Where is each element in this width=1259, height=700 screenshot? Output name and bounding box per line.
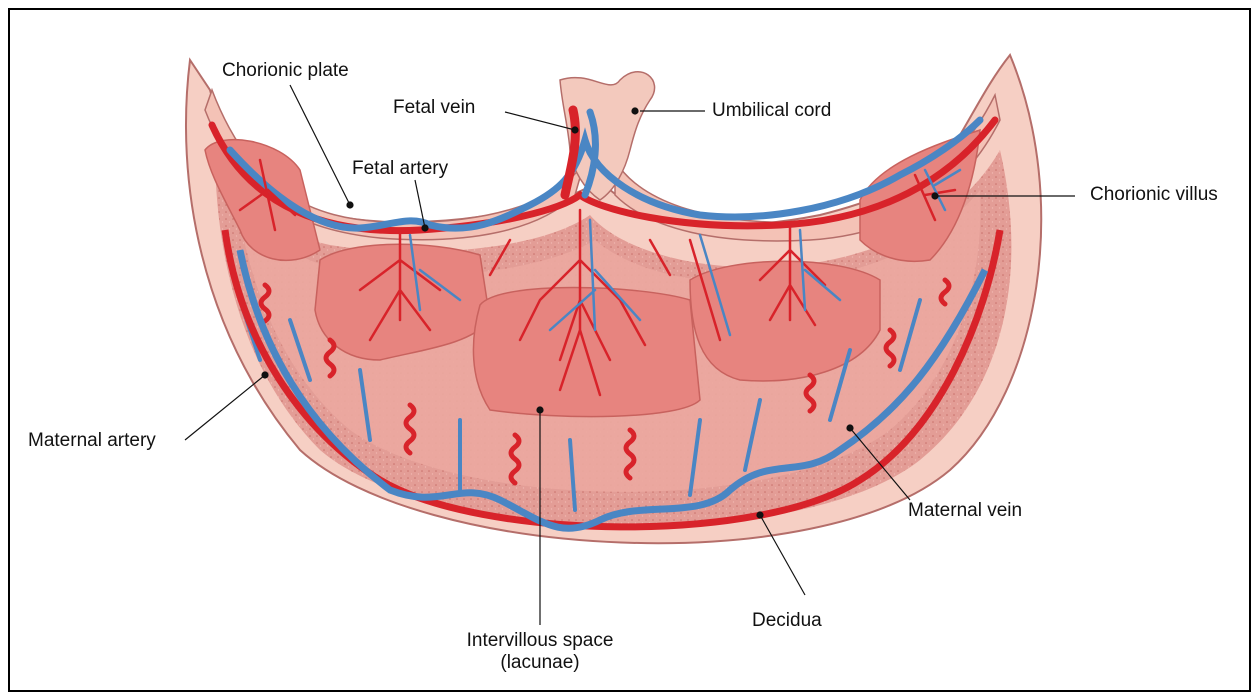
label-maternal-vein: Maternal vein — [908, 500, 1022, 522]
label-maternal-artery: Maternal artery — [28, 430, 156, 452]
label-fetal-artery: Fetal artery — [352, 158, 448, 180]
label-umbilical-cord: Umbilical cord — [712, 100, 831, 122]
label-intervillous-space-line1: Intervillous space — [467, 630, 614, 652]
label-intervillous-space: Intervillous space (lacunae) — [467, 630, 614, 674]
label-decidua: Decidua — [752, 610, 822, 632]
label-chorionic-plate: Chorionic plate — [222, 60, 349, 82]
label-intervillous-space-line2: (lacunae) — [467, 652, 614, 674]
label-chorionic-villus: Chorionic villus — [1090, 184, 1218, 206]
label-fetal-vein: Fetal vein — [393, 97, 475, 119]
